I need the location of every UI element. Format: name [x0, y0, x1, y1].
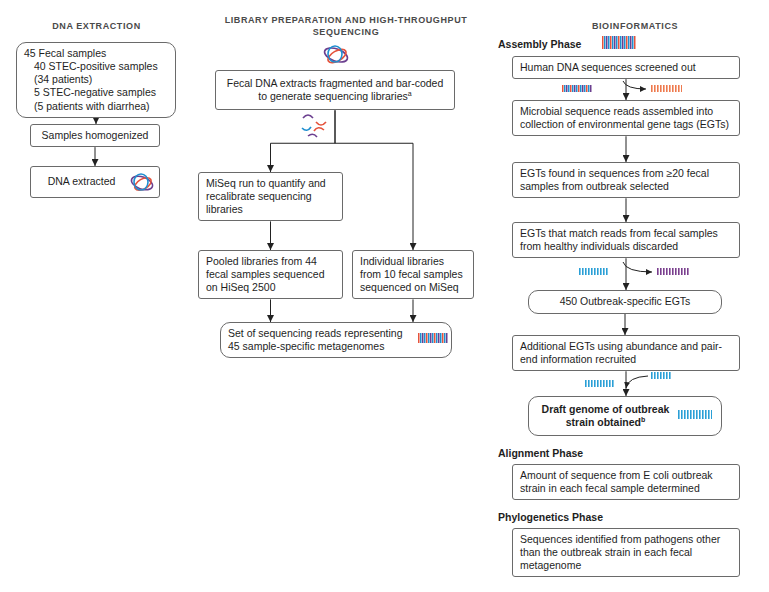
phase-label: Assembly Phase: [498, 38, 581, 50]
flow-arrow: [413, 299, 414, 322]
box-text: 45 Fecal samples: [24, 47, 168, 60]
flow-arrow: [271, 110, 336, 172]
panel-title: BIOINFORMATICS: [592, 21, 678, 33]
sequence-reads-icon: [418, 333, 448, 343]
sequence-reads-icon: [602, 36, 636, 49]
box-text: 450 Outbreak-specific EGTs: [536, 295, 714, 308]
discard-arrow: [623, 262, 652, 272]
sequence-reads-icon: [650, 372, 672, 379]
process-box: Set of sequencing reads representing 45 …: [220, 322, 452, 358]
box-text: Fecal DNA extracts fragmented and bar-co…: [227, 77, 444, 102]
sequence-reads-icon: [656, 268, 690, 275]
sequence-reads-icon: [650, 85, 682, 92]
process-box: Human DNA sequences screened out: [512, 56, 740, 79]
process-box: Additional EGTs using abundance and pair…: [512, 335, 740, 371]
box-text: Draft genome of outbreak strain obtained: [542, 403, 670, 428]
flow-arrow: [626, 136, 627, 162]
stage-panel: BIOINFORMATICS Human DNA sequences screen…: [487, 8, 763, 585]
flow-arrow: [626, 258, 627, 290]
box-text: 40 STEC-positive samples (34 patients): [24, 60, 168, 86]
process-box: Fecal DNA extracts fragmented and bar-co…: [215, 70, 455, 110]
flow-arrow: [270, 221, 271, 250]
box-text: Additional EGTs using abundance and pair…: [520, 340, 732, 366]
flow-arrow: [335, 110, 413, 250]
flow-arrow: [625, 314, 626, 335]
panel-title-box: DNA EXTRACTION: [8, 8, 185, 46]
box-text: 5 STEC-negative samples (5 patients with…: [24, 86, 168, 112]
process-box: MiSeq run to quantify and recalibrate se…: [198, 172, 343, 221]
process-box: Microbial sequence reads assembled into …: [512, 100, 740, 136]
dna-icon: [130, 174, 155, 193]
process-box: Draft genome of outbreak strain obtained…: [528, 396, 722, 436]
sequence-reads-icon: [678, 410, 712, 419]
footnote-mark: a: [408, 90, 412, 97]
flow-arrow: [95, 147, 96, 166]
flow-arrow: [270, 299, 271, 322]
panel-title-box: LIBRARY PREPARATION AND HIGH-THROUGHPUT …: [190, 8, 482, 46]
box-text: Pooled libraries from 44 fecal samples s…: [206, 255, 335, 294]
process-box: Amount of sequence from E coli outbreak …: [512, 464, 740, 500]
stage-panel: DNA EXTRACTION 45 Fecal samples40 STEC-po…: [8, 8, 185, 225]
box-text: EGTs that match reads from fecal samples…: [520, 227, 732, 253]
panel-outline: [190, 8, 504, 580]
dna-icon: [323, 45, 350, 65]
box-text: DNA extracted: [38, 175, 125, 188]
panel-title: LIBRARY PREPARATION AND HIGH-THROUGHPUT …: [214, 15, 478, 38]
box-text: Individual libraries from 10 fecal sampl…: [360, 255, 466, 294]
panel-title: DNA EXTRACTION: [52, 21, 141, 33]
box-text: Sequences identified from pathogens othe…: [520, 533, 732, 572]
phase-label: Alignment Phase: [498, 447, 583, 459]
dna-fragments-icon: [302, 115, 326, 137]
panel-outline: [8, 8, 207, 225]
sequence-reads-icon: [585, 380, 615, 387]
recruit-arrow: [626, 376, 648, 388]
box-text: EGTs found in sequences from ≥20 fecal s…: [520, 167, 732, 193]
flow-arrow: [626, 371, 627, 396]
box-text: Amount of sequence from E coli outbreak …: [520, 469, 732, 495]
process-box: EGTs found in sequences from ≥20 fecal s…: [512, 162, 740, 198]
flow-arrow: [626, 198, 627, 222]
process-box: Sequences identified from pathogens othe…: [512, 528, 740, 577]
box-text: Samples homogenized: [38, 129, 152, 142]
sequence-reads-icon: [578, 268, 608, 275]
process-box: Samples homogenized: [30, 124, 160, 147]
process-box: EGTs that match reads from fecal samples…: [512, 222, 740, 258]
process-box: Individual libraries from 10 fecal sampl…: [352, 250, 474, 299]
box-text: Microbial sequence reads assembled into …: [520, 105, 732, 131]
box-text: Human DNA sequences screened out: [520, 61, 732, 74]
box-text: Set of sequencing reads representing 45 …: [228, 327, 409, 353]
process-box: Pooled libraries from 44 fecal samples s…: [198, 250, 343, 299]
box-text: MiSeq run to quantify and recalibrate se…: [206, 177, 335, 216]
process-box: 450 Outbreak-specific EGTs: [528, 290, 722, 314]
discard-arrow: [623, 81, 646, 89]
flow-arrow: [626, 79, 627, 100]
phase-label: Phylogenetics Phase: [498, 511, 603, 523]
process-box: DNA extracted: [30, 166, 160, 198]
process-box: 45 Fecal samples40 STEC-positive samples…: [16, 42, 176, 118]
stage-panel: LIBRARY PREPARATION AND HIGH-THROUGHPUT …: [190, 8, 482, 580]
panel-outline: [487, 8, 763, 585]
sequence-reads-icon: [562, 85, 592, 92]
footnote-mark: b: [641, 416, 645, 423]
